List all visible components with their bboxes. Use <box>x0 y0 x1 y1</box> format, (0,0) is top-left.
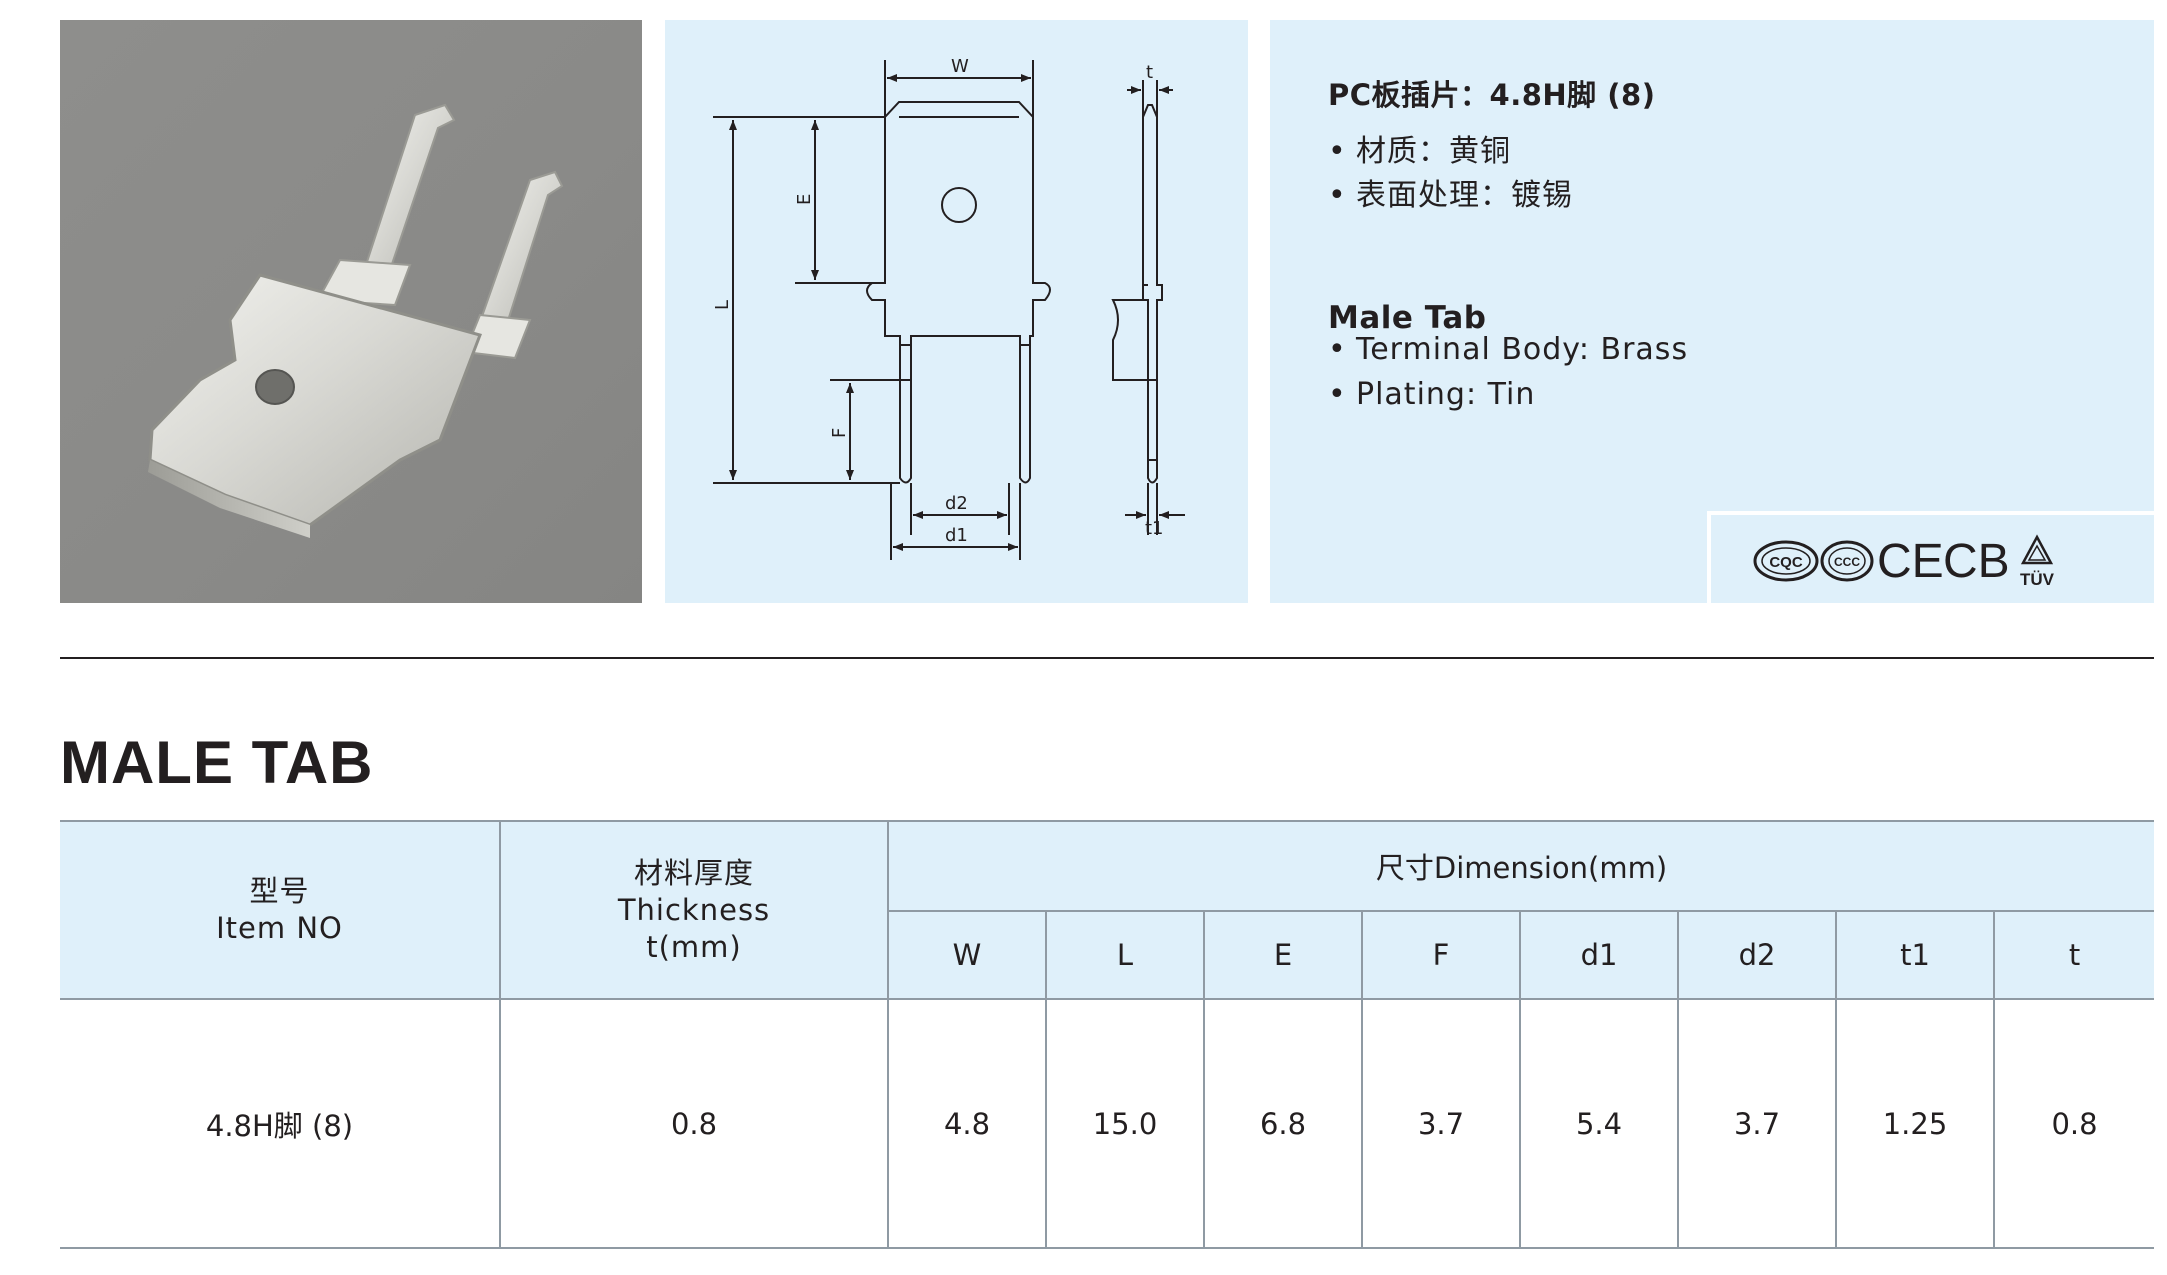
svg-text:CQC: CQC <box>1769 554 1803 571</box>
label-e: E <box>794 194 815 205</box>
bullet-icon: • <box>1328 377 1347 412</box>
spec-title-en: Male Tab <box>1328 300 1487 336</box>
cell-t1: 1.25 <box>1835 998 1995 1249</box>
ce-mark-icon: CE <box>1877 535 1944 588</box>
label-t: t <box>1146 62 1153 83</box>
section-divider <box>60 657 2154 659</box>
spec-material-en: • Terminal Body: Brass <box>1328 332 1688 367</box>
cqc-mark-icon: CQC <box>1753 540 1819 582</box>
spec-panel: PC板插片：4.8H脚 (8) • 材质：黄铜 • 表面处理：镀锡 Male Tab… <box>1270 20 2154 603</box>
dimension-drawing: W t L E F d2 d1 t1 <box>712 56 1185 560</box>
cell-item: 4.8H脚 (8) <box>60 998 501 1249</box>
label-l: L <box>712 300 733 310</box>
spec-plating-en-text: Plating: Tin <box>1356 377 1536 412</box>
header-dimension: 尺寸Dimension(mm) <box>887 820 2154 912</box>
ccc-mark-icon: CCC <box>1820 540 1874 582</box>
header-thickness: 材料厚度 Thickness t(mm) <box>499 820 889 1000</box>
dimension-table: 型号 Item NO 材料厚度 Thickness t(mm) 尺寸Dimens… <box>60 820 2154 1249</box>
bullet-icon: • <box>1328 178 1347 213</box>
header-thickness-cn: 材料厚度 <box>633 855 754 890</box>
svg-text:CCC: CCC <box>1834 555 1860 569</box>
label-w: W <box>951 56 969 77</box>
male-tab-photo <box>148 103 564 538</box>
bullet-icon: • <box>1328 332 1347 367</box>
cb-mark-icon: CB <box>1943 535 2010 588</box>
label-t1: t1 <box>1145 518 1164 539</box>
header-thickness-unit: t(mm) <box>646 929 742 964</box>
spec-plating-en: • Plating: Tin <box>1328 377 1535 412</box>
spec-material-cn: • 材质：黄铜 <box>1328 126 1511 170</box>
spec-material-cn-text: 材质：黄铜 <box>1356 134 1511 169</box>
label-d2: d2 <box>945 493 968 514</box>
header-t1: t1 <box>1835 910 1995 1000</box>
header-item-cn: 型号 <box>249 874 310 908</box>
header-w: W <box>887 910 1047 1000</box>
header-l: L <box>1045 910 1205 1000</box>
spec-material-en-text: Terminal Body: Brass <box>1356 332 1689 367</box>
cell-d1: 5.4 <box>1519 998 1679 1249</box>
header-d1: d1 <box>1519 910 1679 1000</box>
product-photo <box>60 20 642 603</box>
spec-plating-cn-text: 表面处理：镀锡 <box>1356 178 1573 213</box>
technical-drawing: W t L E F d2 d1 t1 <box>665 20 1248 603</box>
cell-e: 6.8 <box>1203 998 1363 1249</box>
cell-f: 3.7 <box>1361 998 1521 1249</box>
cell-t: 0.8 <box>1993 998 2154 1249</box>
cell-w: 4.8 <box>887 998 1047 1249</box>
section-title: MALE TAB <box>60 729 374 796</box>
label-f: F <box>829 428 850 438</box>
header-d2: d2 <box>1677 910 1837 1000</box>
label-d1: d1 <box>945 525 968 546</box>
table-header-row: 型号 Item NO 材料厚度 Thickness t(mm) 尺寸Dimens… <box>60 820 2154 1000</box>
tuv-mark-icon: TÜV <box>2020 534 2055 589</box>
table-row: 4.8H脚 (8) 0.8 4.8 15.0 6.8 3.7 5.4 3.7 1… <box>60 998 2154 1249</box>
cell-d2: 3.7 <box>1677 998 1837 1249</box>
certification-marks: CQC CCC CE CB TÜV <box>1703 507 2154 603</box>
header-t: t <box>1993 910 2154 1000</box>
header-item-en: Item NO <box>216 911 343 945</box>
bullet-icon: • <box>1328 134 1347 169</box>
cell-thickness: 0.8 <box>499 998 889 1249</box>
header-thickness-en: Thickness <box>617 892 771 927</box>
header-item: 型号 Item NO <box>60 820 501 1000</box>
svg-text:TÜV: TÜV <box>2020 570 2055 589</box>
cell-l: 15.0 <box>1045 998 1205 1249</box>
spec-title-cn: PC板插片：4.8H脚 (8) <box>1328 78 1656 112</box>
table-subheader-row: W L E F d1 d2 t1 t <box>60 910 2154 1000</box>
header-e: E <box>1203 910 1363 1000</box>
spec-plating-cn: • 表面处理：镀锡 <box>1328 170 1573 214</box>
header-f: F <box>1361 910 1521 1000</box>
